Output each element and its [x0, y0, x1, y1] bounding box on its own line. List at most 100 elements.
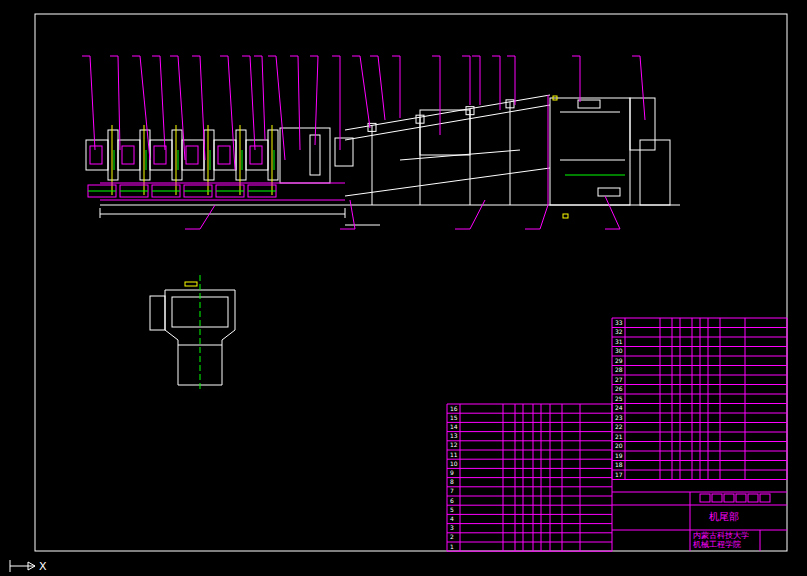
leader-shoulder	[170, 56, 178, 57]
leader-shoulder	[572, 56, 580, 57]
drive-unit	[108, 130, 118, 180]
dimension-line	[345, 225, 380, 226]
shaft	[210, 150, 211, 170]
department-name: 机械工程学院	[692, 541, 742, 549]
drive-unit	[246, 140, 268, 170]
tail-housing	[640, 140, 670, 205]
drive-unit	[236, 130, 246, 180]
table-line	[562, 404, 563, 551]
table-line	[720, 318, 721, 480]
base-plate	[216, 185, 244, 197]
table-line	[447, 542, 612, 543]
base-rail	[100, 200, 345, 201]
ucs-arrow	[28, 562, 35, 570]
leader-line	[350, 200, 355, 229]
table-line	[460, 404, 461, 551]
leader-shoulder	[392, 56, 400, 57]
base-rail	[100, 183, 345, 184]
leader-shoulder	[310, 56, 318, 57]
table-line	[672, 318, 673, 480]
leader-shoulder	[254, 56, 262, 57]
leader-line	[440, 56, 441, 135]
leader-shoulder	[340, 229, 355, 230]
drive-unit	[150, 140, 172, 170]
row-number: 13	[449, 433, 459, 439]
row-number: 24	[614, 405, 624, 411]
motor	[154, 146, 166, 164]
table-line	[447, 468, 612, 469]
row-number: 2	[449, 534, 455, 540]
leader-shoulder	[432, 56, 440, 57]
title-block-cell	[748, 494, 758, 502]
leader-line	[200, 205, 215, 229]
base-plate	[152, 185, 180, 197]
row-number: 29	[614, 358, 624, 364]
base-detail	[184, 191, 212, 192]
drive-unit	[182, 140, 204, 170]
table-line	[447, 440, 612, 441]
leader-line	[360, 56, 370, 128]
title-block-line	[612, 505, 787, 506]
shaft	[146, 150, 147, 170]
row-number: 21	[614, 434, 624, 440]
leader-line	[480, 56, 481, 105]
table-line	[787, 318, 788, 480]
shaft	[114, 150, 115, 170]
leader-shoulder	[192, 56, 200, 57]
row-number: 14	[449, 424, 459, 430]
conveyor-bottom	[345, 168, 550, 196]
row-number: 10	[449, 461, 459, 467]
table-line	[708, 318, 709, 480]
tail-housing	[630, 98, 655, 150]
tail-frame	[550, 98, 630, 205]
leader-line	[250, 56, 255, 150]
tail-box	[598, 188, 620, 196]
row-number: 31	[614, 339, 624, 345]
row-number: 6	[449, 498, 455, 504]
table-line	[625, 318, 626, 480]
title-block-line	[690, 492, 691, 551]
row-number: 28	[614, 367, 624, 373]
leader-line	[340, 56, 341, 150]
row-number: 18	[614, 462, 624, 468]
row-number: 15	[449, 415, 459, 421]
table-line	[447, 450, 612, 451]
leader-line	[178, 56, 185, 160]
leader-line	[470, 200, 485, 229]
leader-line	[515, 56, 516, 105]
row-number: 23	[614, 415, 624, 421]
leader-line	[160, 56, 165, 150]
row-number: 16	[449, 406, 459, 412]
leader-shoulder	[352, 56, 360, 57]
leader-shoulder	[507, 56, 515, 57]
leader-shoulder	[132, 56, 140, 57]
title-block-cell	[760, 494, 770, 502]
table-line	[447, 505, 612, 506]
dimension-tick	[100, 208, 101, 218]
leader-shoulder	[82, 56, 90, 57]
table-line	[447, 477, 612, 478]
table-line	[447, 523, 612, 524]
table-line	[580, 404, 581, 551]
support-post	[372, 125, 373, 205]
base-plate	[184, 185, 212, 197]
tail-detail	[560, 160, 625, 161]
leader-line	[580, 56, 581, 102]
table-line	[660, 318, 661, 480]
row-number: 33	[614, 320, 624, 326]
row-number: 3	[449, 525, 455, 531]
table-line	[447, 514, 612, 515]
row-number: 1	[449, 544, 455, 550]
axis-label: X	[38, 561, 48, 572]
tail-detail	[565, 175, 625, 176]
leader-shoulder	[632, 56, 640, 57]
leader-shoulder	[492, 56, 500, 57]
table-line	[447, 431, 612, 432]
leader-line	[118, 56, 120, 150]
base-detail	[216, 191, 244, 192]
leader-line	[228, 56, 235, 170]
base-plate	[88, 185, 116, 197]
drive-unit	[86, 140, 108, 170]
